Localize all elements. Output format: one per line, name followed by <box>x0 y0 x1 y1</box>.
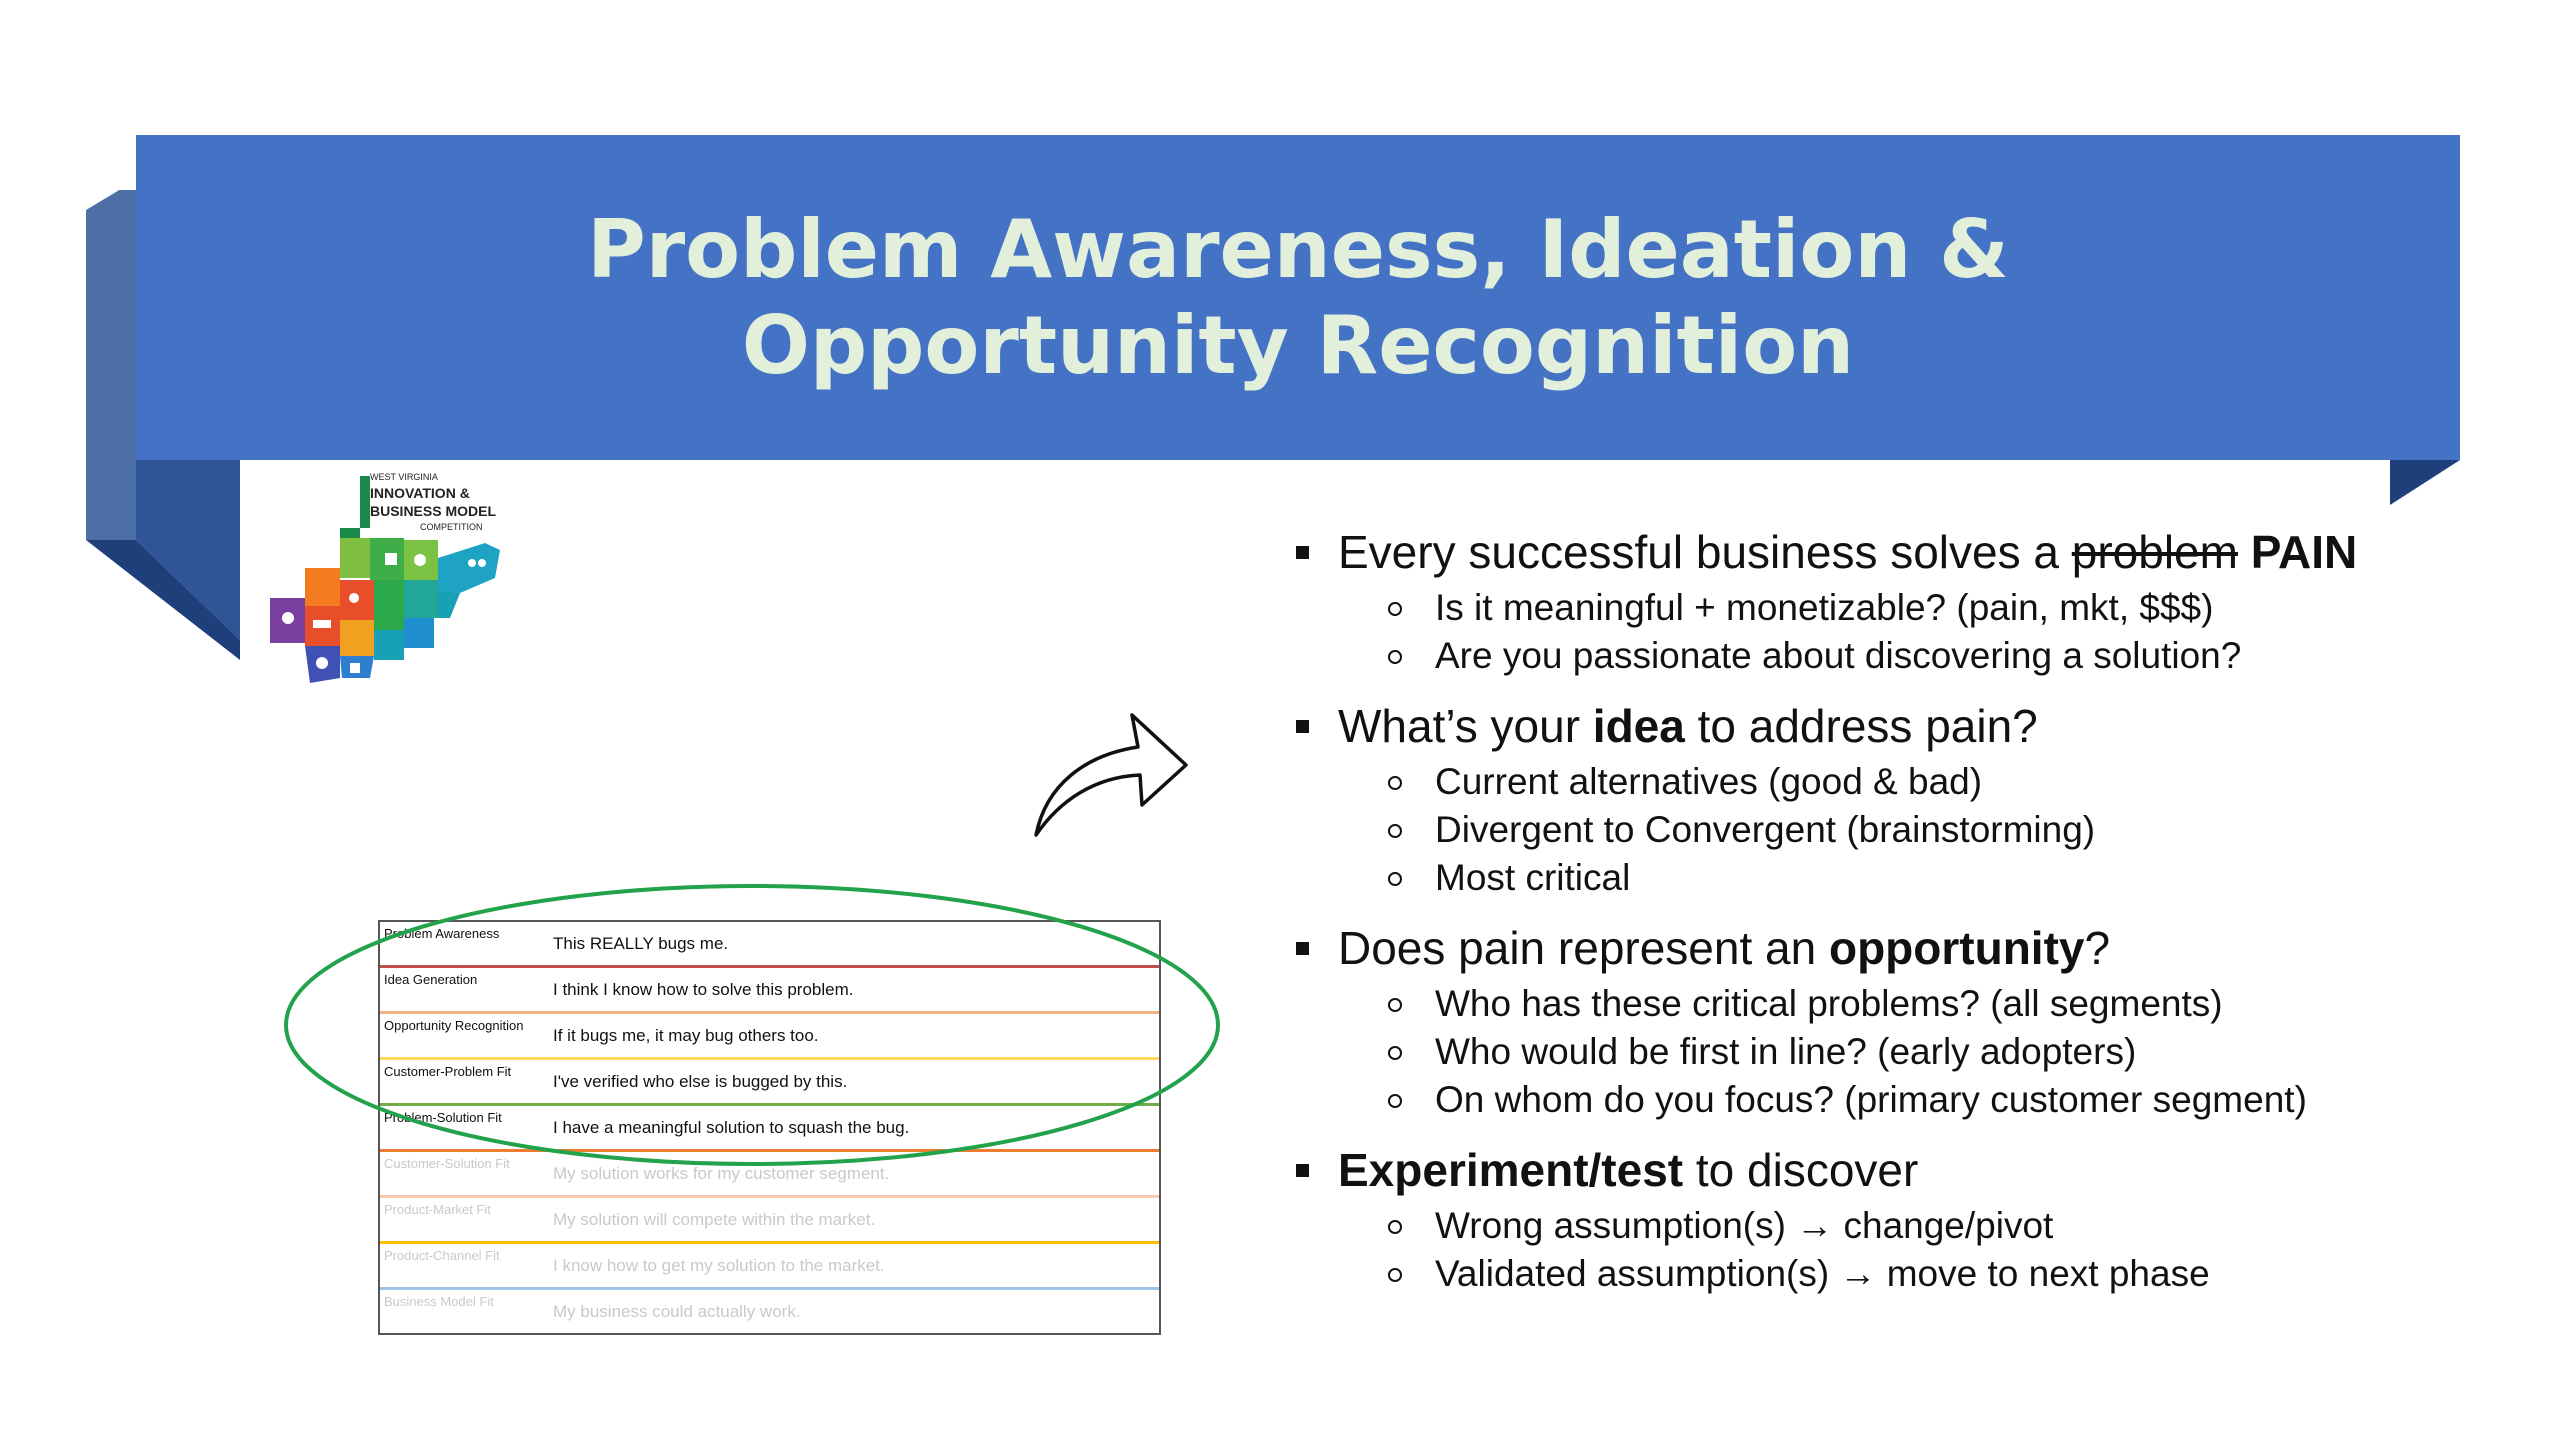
ladder-divider <box>380 1011 1159 1014</box>
ladder-row: Opportunity Recognition If it bugs me, i… <box>380 1014 1159 1060</box>
emphasis-word: idea <box>1592 700 1685 752</box>
ladder-statement: If it bugs me, it may bug others too. <box>553 1026 819 1045</box>
ladder-row: Idea Generation I think I know how to so… <box>380 968 1159 1014</box>
ladder-divider <box>380 1195 1159 1198</box>
sub-bullet: Are you passionate about discovering a s… <box>1290 632 2540 680</box>
ladder-row: Product-Market Fit My solution will comp… <box>380 1198 1159 1244</box>
bullet-group-idea: What’s your idea to address pain? Curren… <box>1290 694 2540 902</box>
bullet-list: Every successful business solves a probl… <box>1290 520 2540 1312</box>
ladder-divider <box>380 1287 1159 1290</box>
ladder-divider <box>380 1057 1159 1060</box>
emphasis-word: PAIN <box>2250 526 2358 578</box>
sub-bullet: Who would be first in line? (early adopt… <box>1290 1028 2540 1076</box>
fit-ladder-table: Problem Awareness This REALLY bugs me. I… <box>378 920 1161 1335</box>
ladder-stage-label: Opportunity Recognition <box>384 1018 524 1033</box>
bullet-group-experiment: Experiment/test to discover Wrong assump… <box>1290 1138 2540 1298</box>
sub-bullet: Wrong assumption(s) → change/pivot <box>1290 1202 2540 1250</box>
curved-arrow-icon <box>1034 713 1188 837</box>
bullet-idea: What’s your idea to address pain? <box>1290 694 2540 758</box>
sub-bullet: Divergent to Convergent (brainstorming) <box>1290 806 2540 854</box>
slide-title-line-2: Opportunity Recognition <box>741 298 1855 392</box>
ladder-statement: My solution will compete within the mark… <box>553 1210 876 1229</box>
ladder-statement: My business could actually work. <box>553 1302 801 1321</box>
ladder-statement: I know how to get my solution to the mar… <box>553 1256 885 1275</box>
competition-logo: WEST VIRGINIA INNOVATION & BUSINESS MODE… <box>250 468 530 698</box>
sub-bullet: Who has these critical problems? (all se… <box>1290 980 2540 1028</box>
bullet-group-pain: Every successful business solves a probl… <box>1290 520 2540 680</box>
ladder-statement: I've verified who else is bugged by this… <box>553 1072 848 1091</box>
ladder-row: Product-Channel Fit I know how to get my… <box>380 1244 1159 1290</box>
emphasis-word: Experiment/test <box>1338 1144 1684 1196</box>
bullet-group-opportunity: Does pain represent an opportunity? Who … <box>1290 916 2540 1124</box>
ladder-statement: I think I know how to solve this problem… <box>553 980 854 999</box>
ladder-stage-label: Customer-Solution Fit <box>384 1156 510 1171</box>
sub-bullet: On whom do you focus? (primary customer … <box>1290 1076 2540 1124</box>
ladder-statement: I have a meaningful solution to squash t… <box>553 1118 910 1137</box>
struck-word: problem <box>2071 526 2238 578</box>
bullet-pain: Every successful business solves a probl… <box>1290 520 2540 584</box>
emphasis-word: opportunity <box>1828 922 2085 974</box>
ladder-divider <box>380 1103 1159 1106</box>
ladder-statement: This REALLY bugs me. <box>553 934 729 953</box>
west-virginia-map-icon <box>270 476 500 683</box>
logo-text-innovation: INNOVATION & <box>370 485 470 501</box>
ladder-stage-label: Product-Market Fit <box>384 1202 491 1217</box>
sub-bullet: Current alternatives (good & bad) <box>1290 758 2540 806</box>
ladder-stage-label: Idea Generation <box>384 972 478 987</box>
bullet-opportunity: Does pain represent an opportunity? <box>1290 916 2540 980</box>
ladder-divider <box>380 965 1159 968</box>
logo-text-business-model: BUSINESS MODEL <box>370 503 497 519</box>
sub-bullet: Most critical <box>1290 854 2540 902</box>
ladder-row: Business Model Fit My business could act… <box>380 1290 1159 1336</box>
ladder-row: Customer-Solution Fit My solution works … <box>380 1152 1159 1198</box>
ladder-row: Customer-Problem Fit I've verified who e… <box>380 1060 1159 1106</box>
ladder-stage-label: Product-Channel Fit <box>384 1248 500 1263</box>
slide-title-line-1: Problem Awareness, Ideation & <box>587 202 2009 296</box>
logo-text-state: WEST VIRGINIA <box>370 472 438 482</box>
sub-bullet: Validated assumption(s) → move to next p… <box>1290 1250 2540 1298</box>
ladder-stage-label: Customer-Problem Fit <box>384 1064 512 1079</box>
ladder-divider <box>380 1149 1159 1152</box>
sub-bullet: Is it meaningful + monetizable? (pain, m… <box>1290 584 2540 632</box>
logo-text-competition: COMPETITION <box>420 522 483 532</box>
bullet-experiment: Experiment/test to discover <box>1290 1138 2540 1202</box>
ladder-stage-label: Business Model Fit <box>384 1294 494 1309</box>
ladder-statement: My solution works for my customer segmen… <box>553 1164 890 1183</box>
highlight-ellipse <box>284 884 1220 1166</box>
banner-right-fold <box>2390 455 2460 505</box>
title-banner: Problem Awareness, Ideation & Opportunit… <box>136 135 2460 460</box>
ladder-divider <box>380 1241 1159 1244</box>
